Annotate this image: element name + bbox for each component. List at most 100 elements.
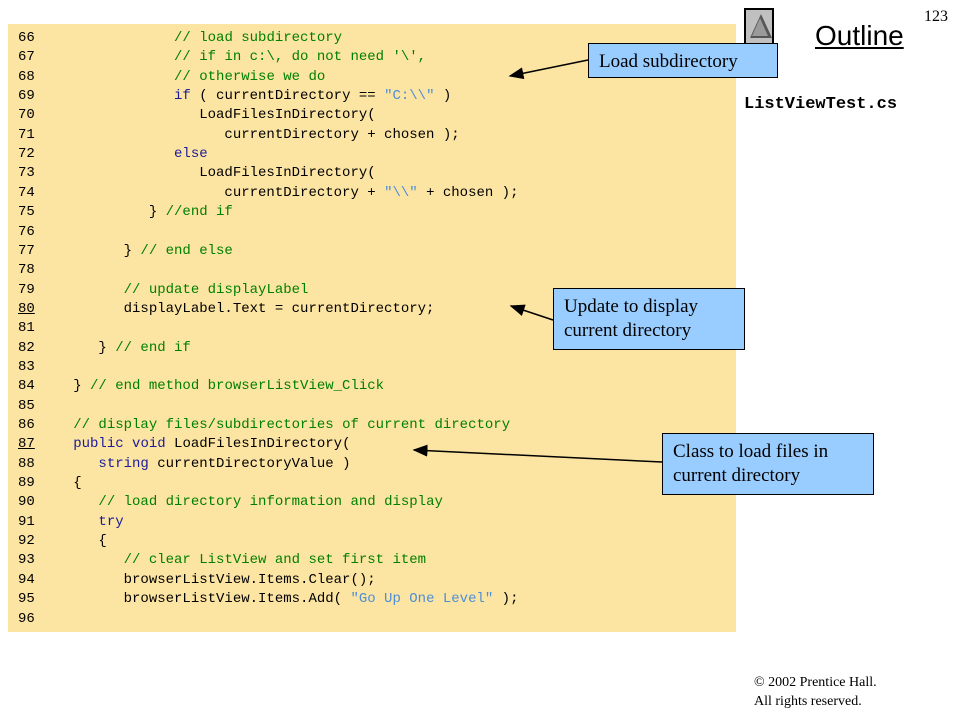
line-number: 71	[18, 126, 35, 143]
code-line: 86 // display files/subdirectories of cu…	[8, 416, 736, 435]
code-line: 91 try	[8, 513, 736, 532]
callout-load-subdirectory: Load subdirectory	[588, 43, 778, 78]
code-line: 84 } // end method browserListView_Click	[8, 377, 736, 396]
code-line: 87 public void LoadFilesInDirectory(	[8, 435, 736, 454]
code-line: 68 // otherwise we do	[8, 68, 736, 87]
code-line: 74 currentDirectory + "\\" + chosen );	[8, 184, 736, 203]
line-number: 73	[18, 165, 35, 182]
footer: © 2002 Prentice Hall. All rights reserve…	[754, 673, 877, 711]
callout-line: Class to load files in	[673, 441, 829, 462]
code-line: 93 // clear ListView and set first item	[8, 551, 736, 570]
code-line: 76	[8, 223, 736, 242]
code-line: 94 browserListView.Items.Clear();	[8, 571, 736, 590]
code-line: 83	[8, 358, 736, 377]
line-number: 87	[18, 436, 35, 453]
code-line: 75 } //end if	[8, 203, 736, 222]
arrow-update-display	[509, 304, 554, 321]
line-number: 68	[18, 68, 35, 85]
code-line: 82 } // end if	[8, 339, 736, 358]
code-line: 71 currentDirectory + chosen );	[8, 126, 736, 145]
code-text: {	[48, 475, 82, 492]
code-text: if ( currentDirectory == "C:\\" )	[174, 88, 452, 105]
code-text: LoadFilesInDirectory(	[48, 165, 376, 182]
line-number: 93	[18, 552, 35, 569]
copyright-text: © 2002 Prentice Hall.	[754, 675, 877, 690]
code-line: 81	[8, 319, 736, 338]
code-line: 85	[8, 397, 736, 416]
file-name: ListViewTest.cs	[744, 95, 898, 114]
line-number: 66	[18, 30, 35, 46]
arrow-up-inner-icon	[752, 18, 768, 36]
code-text: displayLabel.Text = currentDirectory;	[48, 300, 435, 317]
line-number: 67	[18, 49, 35, 66]
code-line: 95 browserListView.Items.Add( "Go Up One…	[8, 590, 736, 609]
line-number: 90	[18, 494, 35, 511]
callout-class-to-load: Class to load files in current directory	[662, 433, 874, 495]
line-number: 83	[18, 358, 35, 375]
line-number: 82	[18, 339, 35, 356]
code-text: // load subdirectory	[174, 30, 343, 46]
code-text: // display files/subdirectories of curre…	[73, 417, 511, 433]
line-number: 94	[18, 571, 35, 588]
line-number: 88	[18, 455, 35, 472]
code-line: 67 // if in c:\, do not need '\',	[8, 48, 736, 67]
code-line: 96	[8, 610, 736, 629]
arrow-class-to-load	[412, 444, 663, 463]
code-text: // clear ListView and set first item	[123, 552, 427, 569]
line-number: 69	[18, 88, 35, 105]
callout-line: Load subdirectory	[599, 51, 738, 72]
code-line: 80 displayLabel.Text = currentDirectory;	[8, 300, 736, 319]
line-number: 80	[18, 300, 35, 317]
code-line: 90 // load directory information and dis…	[8, 493, 736, 512]
code-line: 92 {	[8, 532, 736, 551]
line-number: 85	[18, 397, 35, 414]
code-line: 73 LoadFilesInDirectory(	[8, 164, 736, 183]
line-number: 81	[18, 320, 35, 337]
page-number: 123	[924, 8, 948, 25]
code-text: currentDirectory + chosen );	[48, 126, 460, 143]
code-line: 69 if ( currentDirectory == "C:\\" )	[8, 87, 736, 106]
code-text: public void LoadFilesInDirectory(	[73, 436, 351, 453]
code-line: 77 } // end else	[8, 242, 736, 261]
code-line: 89 {	[8, 474, 736, 493]
code-line: 88 string currentDirectoryValue )	[8, 455, 736, 474]
line-number: 84	[18, 378, 35, 395]
code-text: {	[48, 533, 107, 550]
line-number: 74	[18, 184, 35, 201]
line-number: 79	[18, 281, 35, 298]
line-number: 78	[18, 262, 35, 279]
code-text: browserListView.Items.Clear();	[48, 571, 376, 588]
line-number: 77	[18, 242, 35, 259]
line-number: 75	[18, 204, 35, 221]
line-number: 72	[18, 146, 35, 163]
arrow-load-subdirectory	[508, 59, 589, 80]
code-text: string currentDirectoryValue )	[98, 455, 351, 472]
code-text: } // end if	[48, 339, 191, 356]
code-text: } // end else	[48, 242, 233, 259]
code-line: 72 else	[8, 145, 736, 164]
callout-line: current directory	[564, 320, 692, 341]
line-number: 91	[18, 513, 35, 530]
line-number: 89	[18, 475, 35, 492]
code-text: try	[98, 513, 124, 530]
line-number: 96	[18, 610, 35, 627]
outline-title[interactable]: Outline	[815, 20, 904, 51]
code-text: // if in c:\, do not need '\',	[174, 49, 427, 66]
code-line: 70 LoadFilesInDirectory(	[8, 106, 736, 125]
callout-update-display: Update to display current directory	[553, 288, 745, 350]
code-text: } // end method browserListView_Click	[48, 378, 385, 395]
code-text: currentDirectory + "\\" + chosen );	[48, 184, 519, 201]
code-text: } //end if	[48, 204, 233, 221]
code-line: 78	[8, 261, 736, 280]
code-text: LoadFilesInDirectory(	[48, 107, 376, 124]
code-text: // otherwise we do	[174, 68, 326, 85]
callout-line: current directory	[673, 465, 801, 486]
code-line: 79 // update displayLabel	[8, 281, 736, 300]
code-line: 66 // load subdirectory	[8, 29, 736, 48]
rights-text: All rights reserved.	[754, 694, 862, 709]
code-text: // update displayLabel	[123, 281, 309, 298]
callout-line: Update to display	[564, 296, 699, 317]
line-number: 95	[18, 591, 35, 608]
line-number: 86	[18, 417, 35, 433]
code-text: // load directory information and displa…	[98, 494, 443, 511]
